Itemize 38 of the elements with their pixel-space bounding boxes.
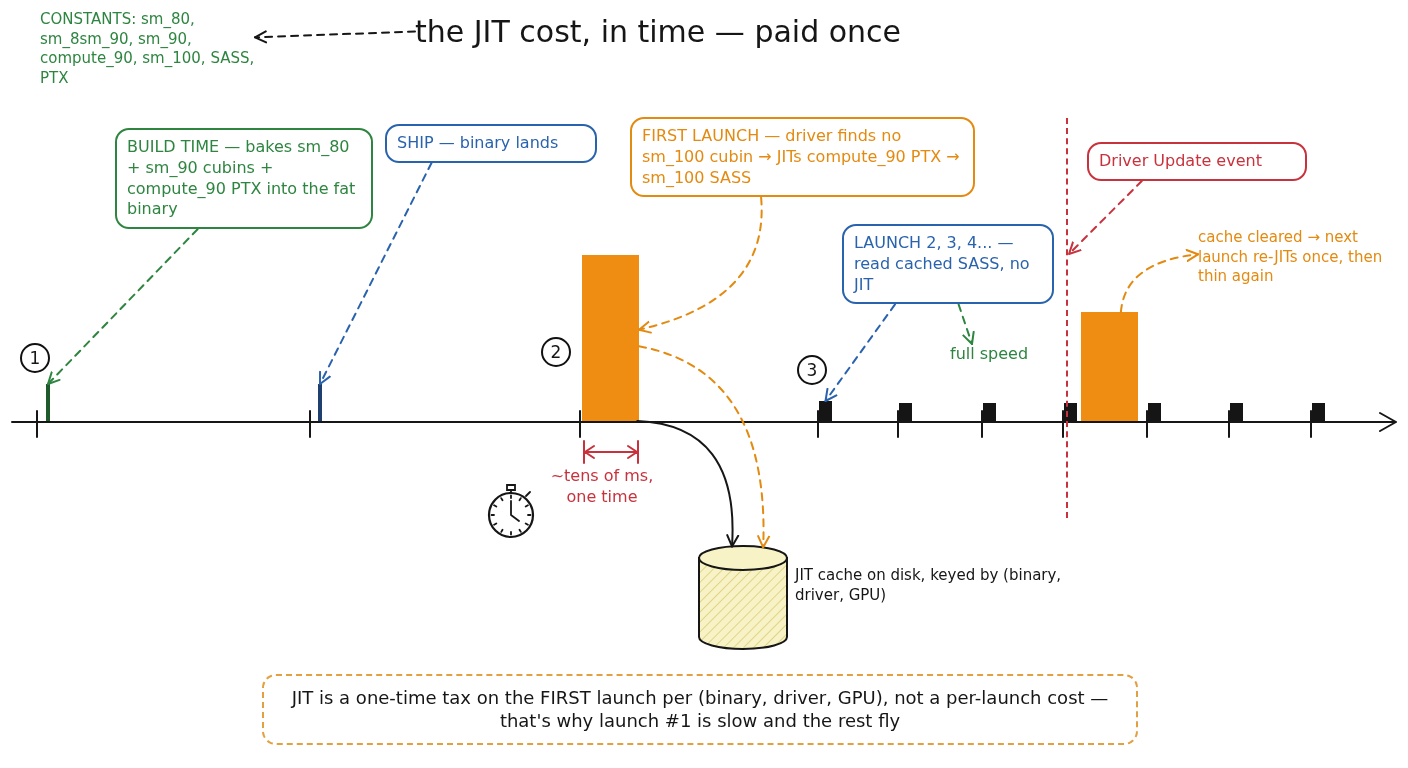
dashed-arrow — [1068, 179, 1143, 255]
build-time-callout — [115, 128, 373, 230]
dashed-arrow — [824, 303, 896, 402]
duration-label: ~tens of ms, one time — [549, 466, 655, 508]
dashed-arrow — [1119, 249, 1199, 313]
build-marker-bar — [46, 384, 50, 421]
cylinder-caption: JIT cache on disk, keyed by (binary, driver, GPU) — [795, 566, 1063, 605]
dashed-arrow — [957, 303, 975, 345]
dashed-arrow — [638, 345, 770, 549]
callout-text: LAUNCH 2, 3, 4... — read cached SASS, no JIT — [854, 233, 1031, 296]
callout-text: Driver Update event — [1099, 151, 1263, 172]
re-jit-bar — [1081, 312, 1138, 421]
full-speed-note: full speed — [950, 344, 1060, 365]
launch-callout — [842, 224, 1054, 305]
cache-cleared-note: cache cleared → next launch re-JITs once, then thin again — [1198, 228, 1406, 287]
callout-text: SHIP — binary lands — [397, 133, 560, 154]
callout-number: 3 — [797, 355, 827, 385]
disk-cache-cylinder — [697, 545, 789, 651]
callout-text: FIRST LAUNCH — driver finds no sm_100 cubin → JITs compute_90 PTX → sm_100 SASS — [642, 126, 961, 189]
dashed-arrow — [638, 196, 763, 334]
summary-box — [262, 674, 1138, 745]
first-launch-bar — [582, 255, 639, 421]
dashed-arrow — [319, 161, 433, 385]
arrow — [636, 420, 739, 548]
ship-marker-bar — [318, 384, 322, 421]
constants-note: CONSTANTS: sm_80, sm_8sm_90, sm_90, compute_90, sm_100, SASS, PTX — [40, 10, 255, 88]
callout-text: BUILD TIME — bakes sm_80 + sm_90 cubins + compute_90 PTX into the fat binary — [127, 137, 357, 221]
callout-number: 2 — [541, 337, 571, 367]
ship-callout — [385, 124, 597, 163]
dashed-arrow — [47, 228, 199, 385]
first-launch-callout — [630, 117, 975, 198]
summary-text: JIT is a one-time tax on the FIRST launch per (binary, driver, GPU), not a per-launch cost — that's why launch #1 is slow and the rest fly — [289, 686, 1110, 733]
launch-bar — [819, 401, 832, 421]
heading-text: the JIT cost, in time — paid once — [415, 12, 1055, 51]
dashed-arrow — [254, 30, 416, 44]
driver-update-callout — [1087, 142, 1307, 181]
event-marker-line — [1066, 118, 1069, 518]
callout-number: 1 — [20, 343, 50, 373]
